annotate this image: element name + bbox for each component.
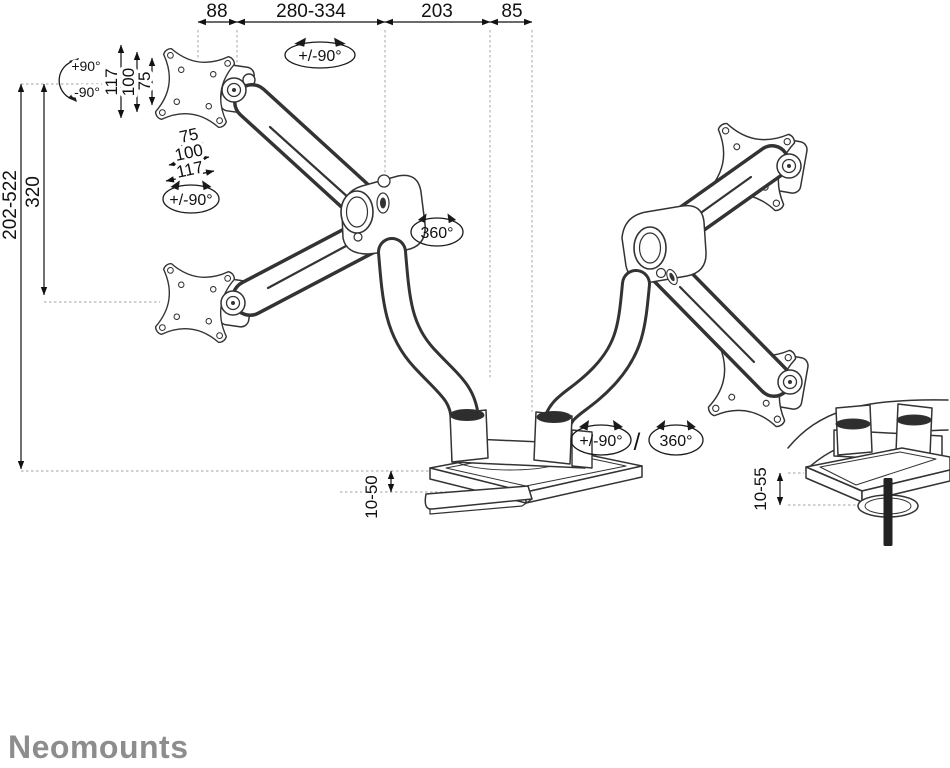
tilt-arc: +90° -90° (58, 55, 104, 104)
tilt-plus-label: +90° (71, 58, 100, 74)
swivel-top-annotation: +/-90° (284, 37, 356, 69)
dim-clamp-10-50: 10-50 (362, 475, 381, 518)
grommet-threaded-rod (883, 478, 893, 546)
base-rotate-label: 360° (659, 433, 692, 450)
base-rotate-annotation: 360° (648, 420, 704, 456)
dim-left-202-522: 202-522 (0, 170, 21, 240)
desk-clamp-base (424, 409, 643, 515)
dim-top-85: 85 (501, 1, 522, 22)
dim-vesa-117-v: 117 (102, 68, 121, 95)
clamp-lower-jaw (424, 485, 533, 510)
left-arm-raised-position (153, 46, 385, 225)
vesa-rotate-annotation: +/-90° (162, 180, 220, 214)
tilt-minus-label: -90° (74, 84, 100, 100)
arm-end-screw (377, 174, 391, 188)
grommet-mount-detail (787, 399, 950, 546)
dim-vesa-100-v: 100 (119, 68, 138, 96)
arm-rotate-label: 360° (420, 225, 453, 242)
left-arm-lowered-position (153, 217, 387, 345)
base-swivel-label: +/-90° (579, 433, 622, 450)
dim-grommet-10-55: 10-55 (751, 467, 770, 510)
illustration (153, 46, 950, 546)
right-elbow-joint (621, 204, 707, 286)
dimension-labels: 88 280-334 203 85 202-522 320 117 100 75… (0, 0, 774, 522)
vesa-rotate-label: +/-90° (169, 192, 212, 209)
arm-rotate-annotation: 360° (410, 213, 464, 247)
base-swivel-annotation: +/-90° (570, 420, 632, 456)
swivel-top-label: +/-90° (298, 48, 341, 65)
right-lower-arm (644, 248, 809, 429)
right-lower-tube (541, 269, 651, 443)
left-elbow-joint (340, 174, 426, 255)
dim-top-280-334: 280-334 (276, 1, 346, 22)
dim-top-88: 88 (206, 1, 227, 22)
right-arm-assembly (541, 121, 809, 443)
rotation-annotations: +90° -90° +/-90° +/-90° 360° +/-90° / (58, 37, 704, 456)
left-lower-tube (377, 237, 480, 433)
dim-top-203: 203 (421, 1, 453, 22)
neomounts-logo: Neomounts (8, 729, 189, 765)
dim-left-320: 320 (23, 176, 44, 208)
dimension-lines (17, 18, 784, 506)
dim-vesa-75-v: 75 (135, 72, 154, 91)
slash-separator: / (634, 429, 641, 456)
extension-lines (21, 30, 858, 506)
